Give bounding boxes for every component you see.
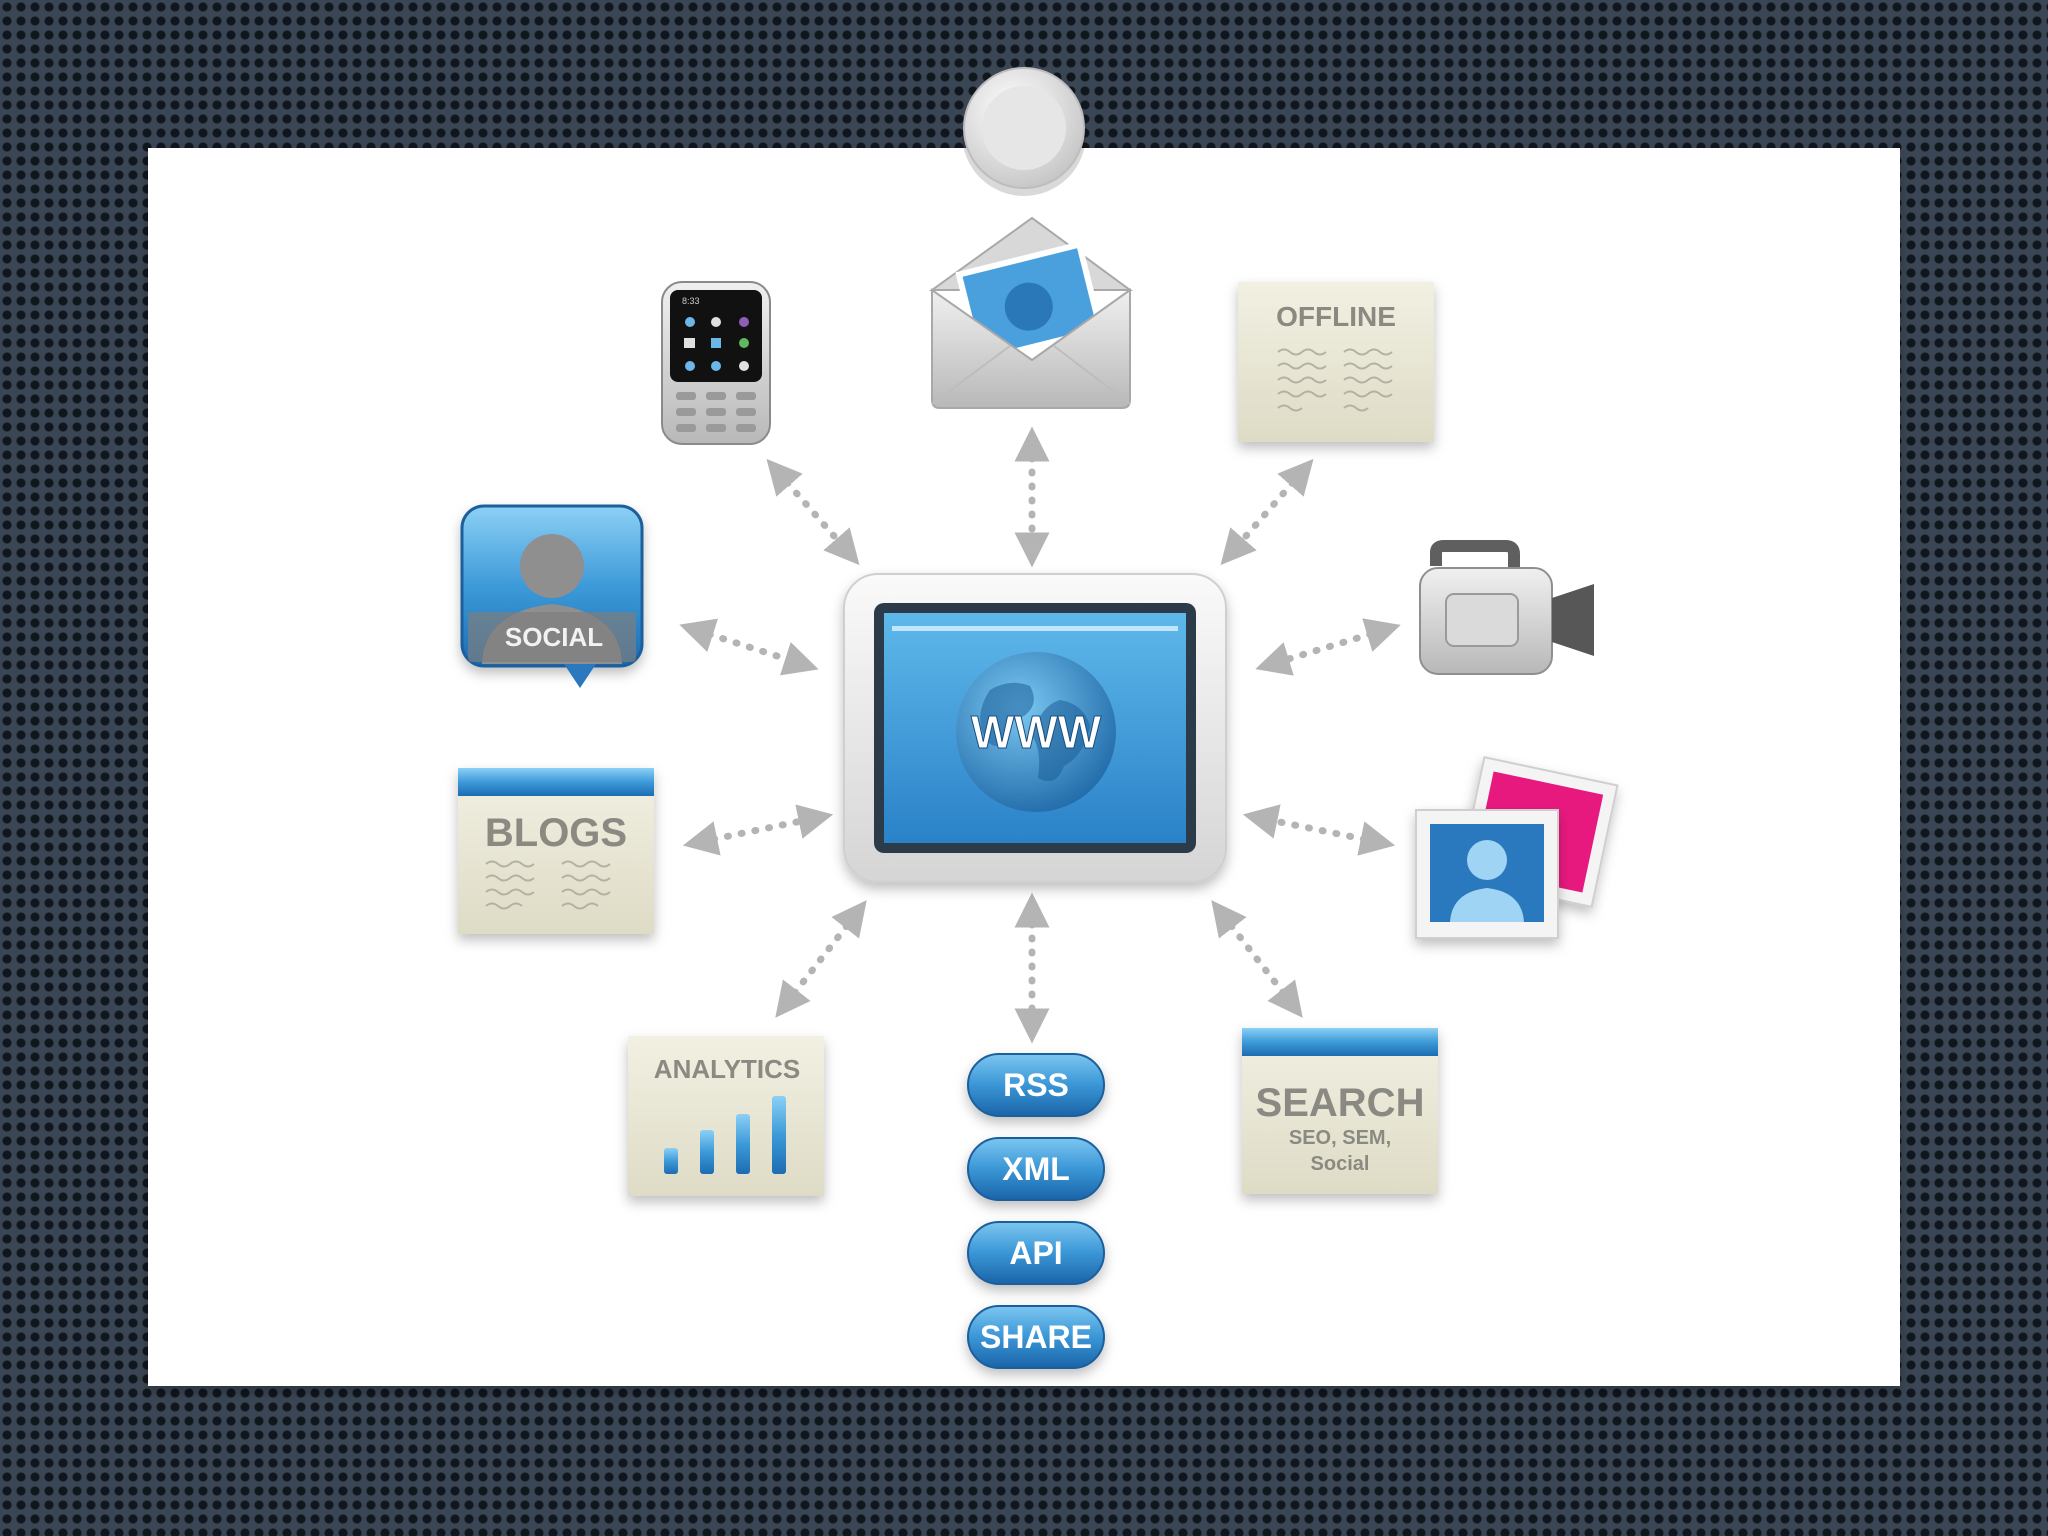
arrow-phone [766,458,860,566]
analytics-chart-icon: ANALYTICS [628,1036,824,1196]
search-title: SEARCH [1256,1081,1425,1125]
arrow-offline [1220,458,1314,566]
envelope-icon [928,216,1134,409]
connector-arrows [679,426,1401,1044]
pill-api[interactable]: API [967,1221,1105,1285]
blogs-label: BLOGS [485,811,627,855]
pill-label: API [1009,1235,1062,1271]
pill-label: SHARE [980,1319,1092,1355]
social-label: SOCIAL [505,622,603,652]
arrow-analytics [775,900,867,1018]
offline-label: OFFLINE [1276,301,1396,332]
arrow-camera [1255,618,1401,676]
arrow-blogs [682,804,834,856]
pill-stack: RSS XML API SHARE [967,1053,1105,1369]
search-line-1: SEO, SEM, [1289,1127,1391,1149]
arrow-search [1211,900,1303,1018]
phone-icon: 8:33 [661,281,771,445]
pill-rss[interactable]: RSS [967,1053,1105,1117]
blogs-doc-icon: BLOGS [458,768,654,934]
globe-icon [956,652,1116,812]
camera-icon [1419,540,1594,675]
arrow-social [679,618,819,676]
arrow-photos [1242,804,1396,856]
social-avatar-icon: SOCIAL [460,504,644,688]
pill-label: RSS [1003,1067,1069,1103]
analytics-label: ANALYTICS [654,1054,800,1084]
pill-label: XML [1002,1151,1070,1187]
search-line-2: Social [1311,1153,1370,1175]
offline-doc-icon: OFFLINE [1238,282,1434,442]
hub-label: WWW [971,706,1102,758]
www-hub: WWW [843,573,1227,883]
pill-xml[interactable]: XML [967,1137,1105,1201]
phone-time: 8:33 [682,296,700,306]
photos-icon [1415,756,1619,939]
pin-icon [962,67,1086,196]
pill-share[interactable]: SHARE [967,1305,1105,1369]
search-doc-icon: SEARCH SEO, SEM, Social [1242,1028,1438,1194]
